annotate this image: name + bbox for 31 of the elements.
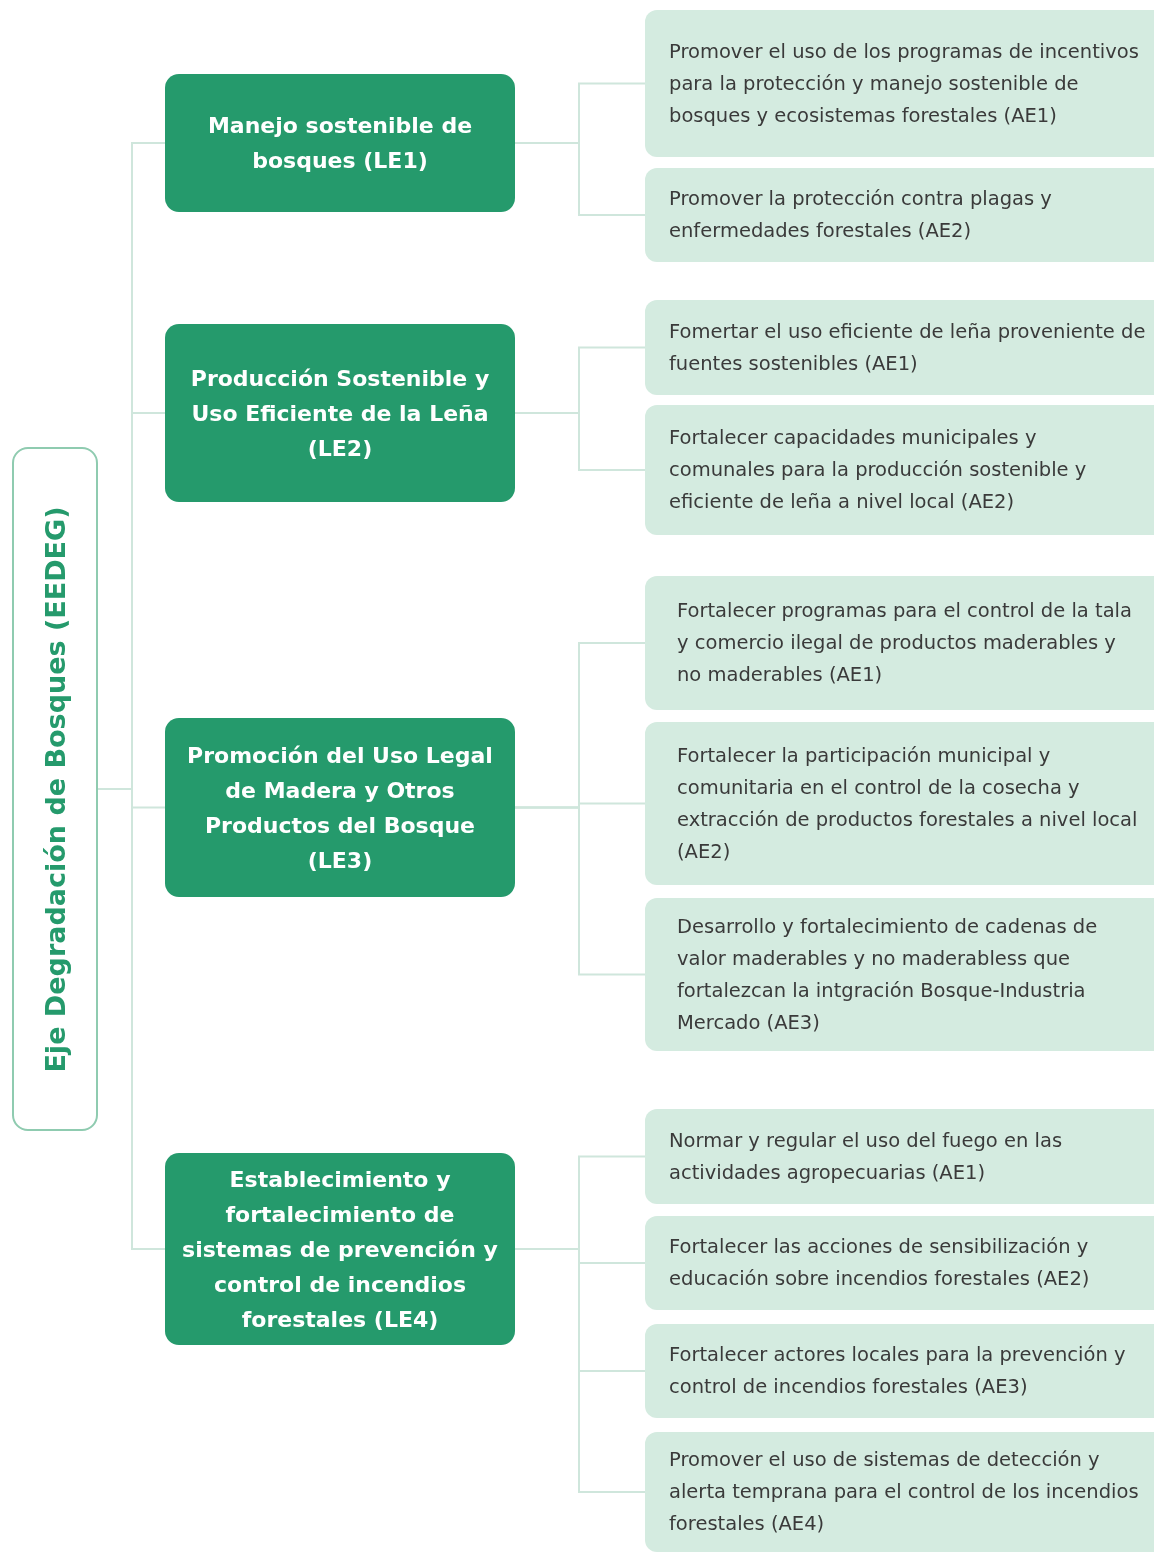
- line-title: Establecimiento y fortalecimiento de sistemas de prevención y control de incendios forestales (LE4): [181, 1165, 499, 1334]
- axis-title: Eje Degradación de Bosques (EEDEG): [39, 505, 71, 1073]
- action-box: [645, 405, 1154, 535]
- action-text: Fortalecer las acciones de sensibilización y educación sobre incendios forestales (AE2): [669, 1234, 1091, 1292]
- line-title: Promoción del Uso Legal de Madera y Otros Productos del Bosque (LE3): [186, 741, 494, 875]
- action-text: Fortalecer programas para el control de la tala y comercio ilegal de productos maderables y no maderables (AE1): [677, 598, 1133, 688]
- action-text: Fortalecer la participación municipal y comunitaria en el control de la cosecha y extracción de productos forestales a nivel local (AE2): [677, 742, 1139, 865]
- action-box: [645, 1432, 1154, 1552]
- line-title: Producción Sostenible y Uso Eficiente de la Leña (LE2): [189, 364, 491, 463]
- connector-line: [514, 142, 646, 216]
- action-text: Promover la protección contra plagas y enfermedades forestales (AE2): [669, 186, 1053, 244]
- action-text: Normar y regular el uso del fuego en las actividades agropecuarias (AE1): [669, 1127, 1064, 1186]
- action-text: Promover el uso de los programas de incentivos para la protección y manejo sostenible de bosques y ecosistemas forestales (AE1): [669, 38, 1140, 129]
- action-text: Fomertar el uso eficiente de leña proveniente de fuentes sostenibles (AE1): [669, 318, 1146, 377]
- action-text: Desarrollo y fortalecimiento de cadenas de valor maderables y no maderabless que fortalezcan la intgración Bosque-Industria Mercado (AE3): [677, 913, 1099, 1036]
- line-title: Manejo sostenible de bosques (LE1): [206, 112, 474, 175]
- connector-line: [514, 412, 646, 471]
- action-box: [645, 1216, 1154, 1310]
- action-box: [645, 576, 1154, 710]
- action-text: Promover el uso de sistemas de detección y alerta temprana para el control de los incendios forestales (AE4): [669, 1447, 1140, 1537]
- action-text: Fortalecer capacidades municipales y comunales para la producción sostenible y eficiente de leña a nivel local (AE2): [669, 425, 1088, 515]
- action-box: [645, 1109, 1154, 1204]
- action-text: Fortalecer actores locales para la prevención y control de incendios forestales (AE3): [669, 1342, 1127, 1400]
- action-box: [645, 898, 1154, 1051]
- axis-frame: [12, 447, 98, 1131]
- action-box: [645, 10, 1154, 157]
- action-box: [645, 168, 1154, 262]
- connector-line: [514, 806, 646, 976]
- action-box: [645, 300, 1154, 395]
- action-box: [645, 1324, 1154, 1418]
- action-box: [645, 722, 1154, 885]
